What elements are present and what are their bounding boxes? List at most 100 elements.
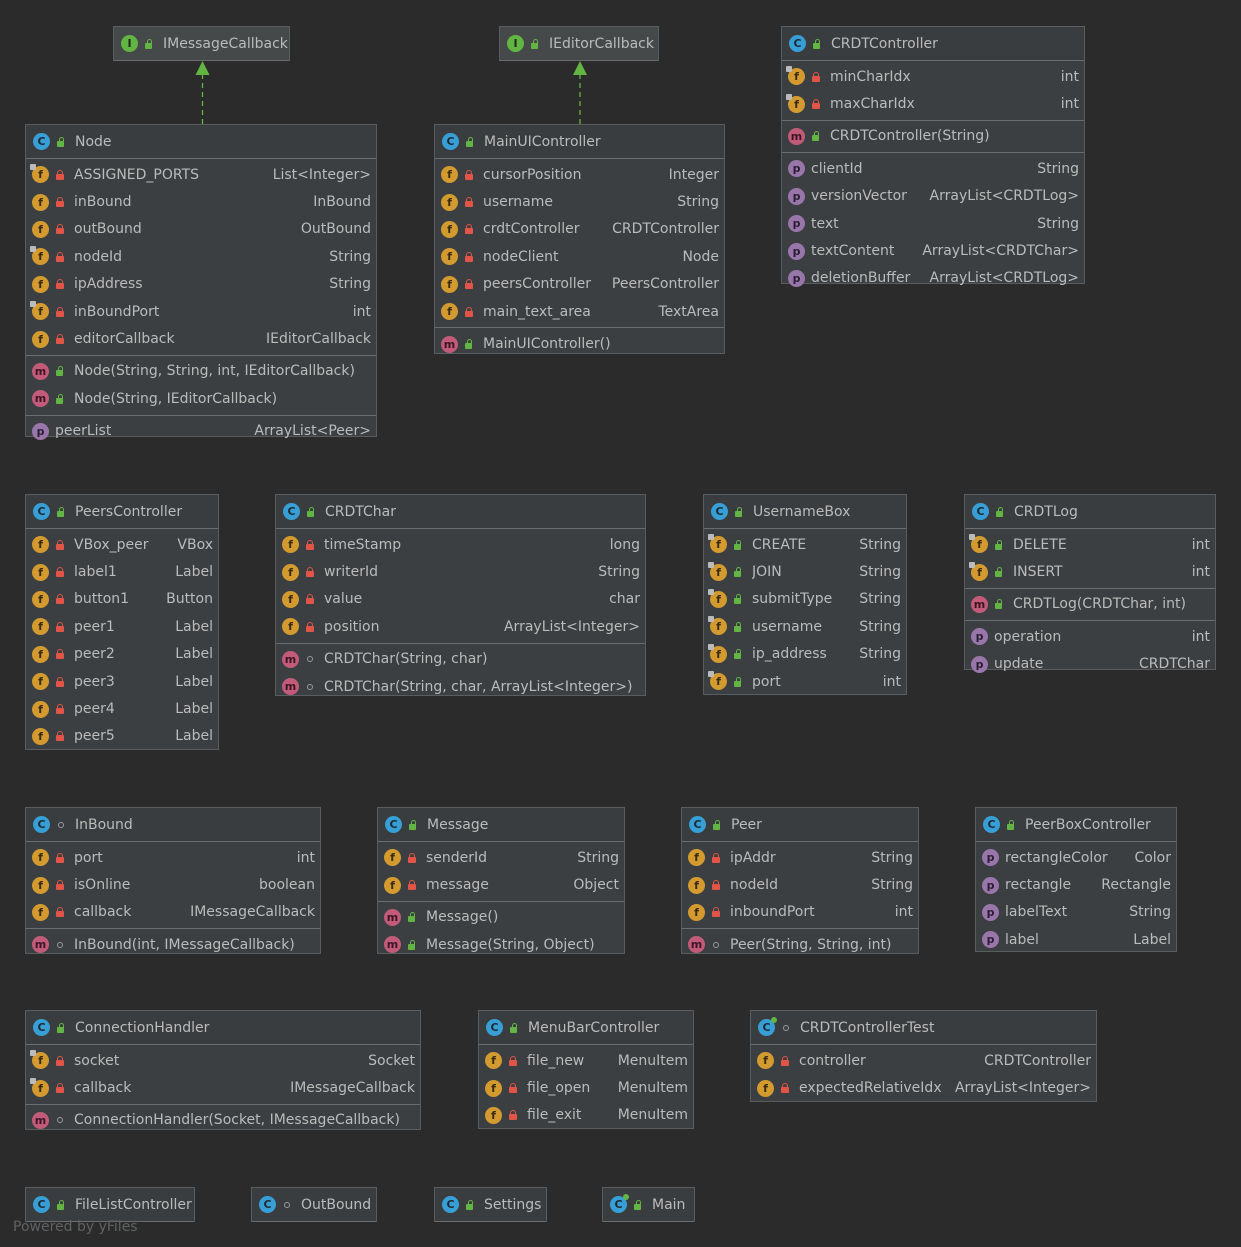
field-row[interactable]: fexpectedRelativeIdxArrayList<Integer> — [751, 1074, 1096, 1101]
property-row[interactable]: plabelLabel — [976, 926, 1176, 953]
field-row[interactable]: fcursorPositionInteger — [435, 161, 724, 188]
field-row[interactable]: fASSIGNED_PORTSList<Integer> — [26, 161, 376, 188]
class-box-menubarcontroller[interactable]: CMenuBarControllerffile_newMenuItemffile… — [478, 1010, 694, 1129]
field-row[interactable]: fsenderIdString — [378, 844, 624, 871]
field-row[interactable]: fportint — [704, 668, 906, 695]
class-header[interactable]: CMainUIController — [435, 125, 724, 159]
property-row[interactable]: ptextString — [782, 210, 1084, 237]
class-box-message[interactable]: CMessagefsenderIdStringfmessageObject mMe… — [377, 807, 625, 954]
field-row[interactable]: foutBoundOutBound — [26, 216, 376, 243]
class-header[interactable]: IIMessageCallback — [114, 27, 289, 61]
property-row[interactable]: prectangleColorColor — [976, 844, 1176, 871]
field-row[interactable]: fmain_text_areaTextArea — [435, 298, 724, 325]
property-row[interactable]: poperationint — [965, 623, 1215, 650]
field-row[interactable]: fsubmitTypeString — [704, 586, 906, 613]
property-row[interactable]: pupdateCRDTChar — [965, 651, 1215, 678]
field-row[interactable]: fpeer5Label — [26, 723, 218, 750]
field-row[interactable]: fipAddrString — [682, 844, 918, 871]
class-box-inbound[interactable]: CInBoundfportintfisOnlinebooleanfcallbac… — [25, 807, 321, 954]
property-row[interactable]: plabelTextString — [976, 899, 1176, 926]
field-row[interactable]: ffile_newMenuItem — [479, 1047, 693, 1074]
class-box-peerscontroller[interactable]: CPeersControllerfVBox_peerVBoxflabel1Lab… — [25, 494, 219, 750]
class-header[interactable]: COutBound — [252, 1188, 376, 1222]
class-header[interactable]: CPeerBoxController — [976, 808, 1176, 842]
field-row[interactable]: fpeer3Label — [26, 668, 218, 695]
method-row[interactable]: mPeer(String, String, int) — [682, 931, 918, 958]
method-row[interactable]: mMessage(String, Object) — [378, 931, 624, 958]
field-row[interactable]: fipAddressString — [26, 271, 376, 298]
class-box-node[interactable]: CNodefASSIGNED_PORTSList<Integer> finBoun… — [25, 124, 377, 440]
class-box-main[interactable]: CMain — [602, 1187, 695, 1222]
class-header[interactable]: CUsernameBox — [704, 495, 906, 529]
class-header[interactable]: CCRDTLog — [965, 495, 1215, 529]
class-box-peerboxcontroller[interactable]: CPeerBoxControllerprectangleColorColorpr… — [975, 807, 1177, 952]
field-row[interactable]: fVBox_peerVBox — [26, 531, 218, 558]
class-box-filelistcontroller[interactable]: CFileListController — [25, 1187, 195, 1222]
field-row[interactable]: fcallbackIMessageCallback — [26, 899, 320, 926]
property-row[interactable]: pversionVectorArrayList<CRDTLog> — [782, 183, 1084, 210]
method-row[interactable]: mCRDTLog(CRDTChar, int) — [965, 591, 1215, 618]
method-row[interactable]: mCRDTChar(String, char, ArrayList<Intege… — [276, 673, 645, 700]
field-row[interactable]: fcallbackIMessageCallback — [26, 1074, 420, 1101]
class-header[interactable]: CMenuBarController — [479, 1011, 693, 1045]
field-row[interactable]: fnodeClientNode — [435, 243, 724, 270]
class-box-mainuicontroller[interactable]: CMainUIControllerfcursorPositionIntegerf… — [434, 124, 725, 354]
class-box-ieditorcallback[interactable]: IIEditorCallback — [499, 26, 659, 61]
field-row[interactable]: fpeer4Label — [26, 695, 218, 722]
field-row[interactable]: fusernameString — [435, 188, 724, 215]
class-box-usernamebox[interactable]: CUsernameBoxfCREATEStringfJOINStringfsub… — [703, 494, 907, 695]
field-row[interactable]: fvaluechar — [276, 586, 645, 613]
class-header[interactable]: CPeersController — [26, 495, 218, 529]
class-box-peer[interactable]: CPeerfipAddrStringfnodeIdStringfinboundP… — [681, 807, 919, 954]
method-row[interactable]: mInBound(int, IMessageCallback) — [26, 931, 320, 958]
field-row[interactable]: flabel1Label — [26, 558, 218, 585]
method-row[interactable]: mConnectionHandler(Socket, IMessageCallb… — [26, 1107, 420, 1134]
class-box-crdtlog[interactable]: CCRDTLogfDELETEintfINSERTintmCRDTLog(CRD… — [964, 494, 1216, 673]
field-row[interactable]: fmaxCharIdxint — [782, 90, 1084, 117]
property-row[interactable]: pclientIdString — [782, 155, 1084, 182]
class-header[interactable]: CCRDTChar — [276, 495, 645, 529]
class-header[interactable]: CConnectionHandler — [26, 1011, 420, 1045]
method-row[interactable]: mMessage() — [378, 904, 624, 931]
field-row[interactable]: fmessageObject — [378, 871, 624, 898]
field-row[interactable]: fINSERTint — [965, 558, 1215, 585]
field-row[interactable]: fpositionArrayList<Integer> — [276, 613, 645, 640]
class-box-crdtcontrollertest[interactable]: CCRDTControllerTestfcontrollerCRDTContro… — [750, 1010, 1097, 1102]
field-row[interactable]: fpeer2Label — [26, 641, 218, 668]
class-header[interactable]: CFileListController — [26, 1188, 194, 1222]
method-row[interactable]: mNode(String, IEditorCallback) — [26, 385, 376, 412]
class-header[interactable]: IIEditorCallback — [500, 27, 658, 61]
class-header[interactable]: CSettings — [435, 1188, 546, 1222]
property-row[interactable]: ptextContentArrayList<CRDTChar> — [782, 237, 1084, 264]
class-box-crdtchar[interactable]: CCRDTCharftimeStamplongfwriterIdStringfv… — [275, 494, 646, 696]
field-row[interactable]: fcrdtControllerCRDTController — [435, 216, 724, 243]
field-row[interactable]: fJOINString — [704, 558, 906, 585]
class-header[interactable]: CMessage — [378, 808, 624, 842]
class-box-connectionhandler[interactable]: CConnectionHandlerfsocketSocketfcallback… — [25, 1010, 421, 1130]
field-row[interactable]: feditorCallbackIEditorCallback — [26, 325, 376, 352]
method-row[interactable]: mCRDTChar(String, char) — [276, 646, 645, 673]
field-row[interactable]: fCREATEString — [704, 531, 906, 558]
field-row[interactable]: fwriterIdString — [276, 558, 645, 585]
method-row[interactable]: mNode(String, String, int, IEditorCallba… — [26, 358, 376, 385]
class-header[interactable]: CNode — [26, 125, 376, 159]
field-row[interactable]: fpeer1Label — [26, 613, 218, 640]
class-header[interactable]: CPeer — [682, 808, 918, 842]
field-row[interactable]: fisOnlineboolean — [26, 871, 320, 898]
field-row[interactable]: fportint — [26, 844, 320, 871]
class-header[interactable]: CCRDTController — [782, 27, 1084, 61]
class-header[interactable]: CInBound — [26, 808, 320, 842]
field-row[interactable]: fnodeIdString — [682, 871, 918, 898]
field-row[interactable]: finBoundPortint — [26, 298, 376, 325]
method-row[interactable]: mCRDTController(String) — [782, 123, 1084, 150]
field-row[interactable]: fip_addressString — [704, 641, 906, 668]
field-row[interactable]: ftimeStamplong — [276, 531, 645, 558]
field-row[interactable]: fsocketSocket — [26, 1047, 420, 1074]
field-row[interactable]: finboundPortint — [682, 899, 918, 926]
field-row[interactable]: fpeersControllerPeersController — [435, 271, 724, 298]
class-box-outbound[interactable]: COutBound — [251, 1187, 377, 1222]
property-row[interactable]: prectangleRectangle — [976, 871, 1176, 898]
field-row[interactable]: fbutton1Button — [26, 586, 218, 613]
field-row[interactable]: fnodeIdString — [26, 243, 376, 270]
class-box-crdtcontroller[interactable]: CCRDTControllerfminCharIdxintfmaxCharIdx… — [781, 26, 1085, 287]
